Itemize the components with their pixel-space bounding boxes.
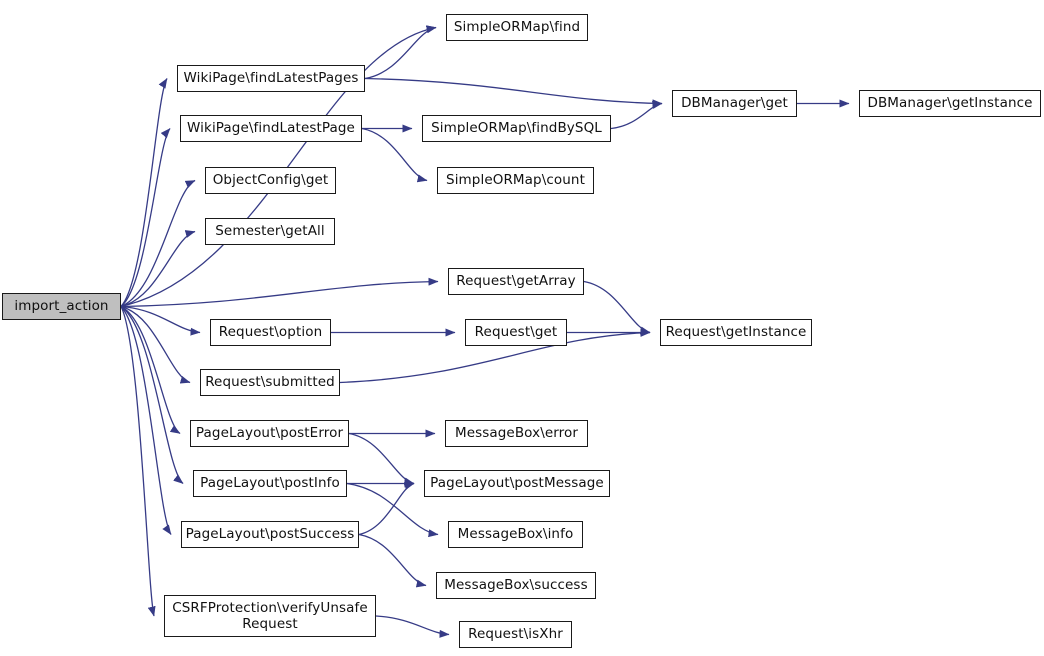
- graph-node-mb_success[interactable]: MessageBox\success: [436, 572, 596, 599]
- edge-import_action-to-objectconfig_get: [120, 179, 196, 308]
- edge-pl_postsuccess-to-pl_postmessage: [358, 482, 415, 536]
- graph-node-mb_error[interactable]: MessageBox\error: [445, 420, 588, 447]
- edge-import_action-to-request_submitted: [120, 305, 191, 384]
- edge-simpleormap_findbysql-to-dbmanager_get: [610, 100, 663, 130]
- graph-node-csrf_verify[interactable]: CSRFProtection\verifyUnsafe Request: [164, 595, 376, 637]
- edge-csrf_verify-to-request_isxhr: [375, 615, 450, 638]
- graph-node-semester_getall[interactable]: Semester\getAll: [205, 218, 335, 245]
- graph-node-request_getinstance[interactable]: Request\getInstance: [660, 319, 812, 346]
- edge-wp_findlatestpages-to-dbmanager_get: [364, 77, 663, 108]
- graph-node-simpleormap_find[interactable]: SimpleORMap\find: [446, 14, 588, 41]
- graph-node-dbmanager_get[interactable]: DBManager\get: [672, 90, 797, 117]
- graph-node-wp_findlatestpages[interactable]: WikiPage\findLatestPages: [177, 65, 365, 92]
- graph-node-request_getarray[interactable]: Request\getArray: [448, 268, 584, 295]
- graph-node-objectconfig_get[interactable]: ObjectConfig\get: [205, 167, 336, 194]
- edge-import_action-to-pl_postsuccess: [120, 306, 172, 535]
- graph-node-simpleormap_findbysql[interactable]: SimpleORMap\findBySQL: [422, 115, 611, 142]
- graph-node-pl_postmessage[interactable]: PageLayout\postMessage: [424, 470, 610, 497]
- edge-pl_postsuccess-to-mb_success: [358, 533, 427, 588]
- edge-import_action-to-request_option: [120, 305, 201, 336]
- edge-wp_findlatestpages-to-simpleormap_find: [364, 25, 437, 80]
- edge-import_action-to-wp_findlatestpage: [120, 128, 171, 308]
- edge-import_action-to-wp_findlatestpages: [120, 78, 168, 307]
- edge-import_action-to-pl_postinfo: [120, 305, 184, 485]
- graph-node-mb_info[interactable]: MessageBox\info: [448, 521, 583, 548]
- graph-node-pl_postinfo[interactable]: PageLayout\postInfo: [193, 470, 347, 497]
- graph-node-wp_findlatestpage[interactable]: WikiPage\findLatestPage: [180, 115, 362, 142]
- edge-import_action-to-csrf_verify: [120, 306, 156, 617]
- edge-wp_findlatestpage-to-simpleormap_count: [361, 127, 428, 183]
- edge-import_action-to-request_getarray: [120, 277, 439, 308]
- edge-import_action-to-pl_posterror: [120, 305, 181, 435]
- edge-pl_posterror-to-pl_postmessage: [348, 432, 415, 486]
- graph-node-import_action[interactable]: import_action: [2, 293, 121, 320]
- graph-node-request_isxhr[interactable]: Request\isXhr: [459, 621, 572, 648]
- edge-import_action-to-semester_getall: [120, 230, 196, 308]
- graph-node-request_submitted[interactable]: Request\submitted: [200, 369, 340, 396]
- graph-node-pl_posterror[interactable]: PageLayout\postError: [190, 420, 349, 447]
- graph-node-pl_postsuccess[interactable]: PageLayout\postSuccess: [181, 521, 359, 548]
- graph-node-dbmanager_getinstance[interactable]: DBManager\getInstance: [859, 90, 1041, 117]
- edge-request_getarray-to-request_getinstance: [583, 280, 651, 335]
- graph-node-simpleormap_count[interactable]: SimpleORMap\count: [437, 167, 594, 194]
- graph-node-request_option[interactable]: Request\option: [210, 319, 331, 346]
- graph-node-request_get[interactable]: Request\get: [465, 319, 567, 346]
